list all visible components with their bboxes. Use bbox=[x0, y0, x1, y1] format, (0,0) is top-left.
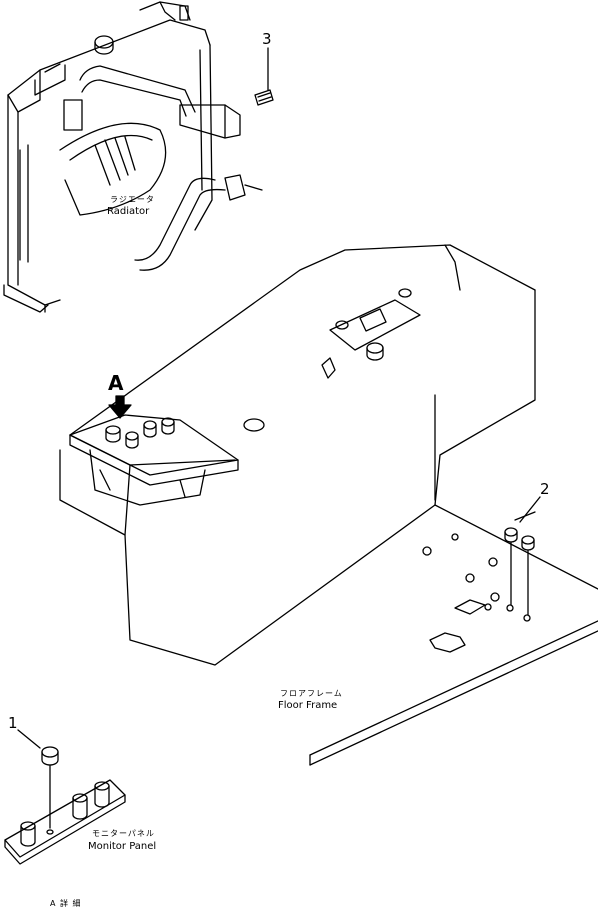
callout-2: 2 bbox=[540, 480, 550, 498]
detail-a-caption: A 詳 細 bbox=[50, 899, 82, 908]
floor-frame-label-en: Floor Frame bbox=[278, 700, 338, 711]
radiator-label-en: Radiator bbox=[107, 206, 150, 217]
part-2-drawing bbox=[504, 496, 541, 616]
monitor-panel-label-jp: モニターパネル bbox=[92, 829, 155, 838]
leader-line-1 bbox=[17, 729, 41, 749]
callout-3: 3 bbox=[262, 30, 272, 48]
floor-frame-label-jp: フロアフレーム bbox=[280, 689, 343, 698]
callout-1: 1 bbox=[8, 714, 18, 732]
view-a-arrow bbox=[108, 395, 132, 419]
view-a-label: A bbox=[108, 371, 124, 395]
floor-frame-drawing bbox=[309, 504, 598, 766]
radiator-label-jp: ラジエータ bbox=[110, 195, 155, 204]
frame-body-drawing bbox=[59, 244, 536, 666]
radiator-drawing bbox=[3, 1, 274, 313]
monitor-panel-label-en: Monitor Panel bbox=[88, 841, 157, 852]
monitor-panel-drawing bbox=[4, 746, 126, 865]
